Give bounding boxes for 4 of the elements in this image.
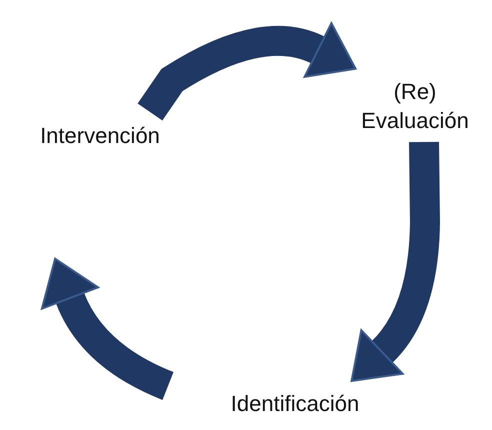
cycle-step-label: Identificación	[170, 390, 420, 419]
cycle-step-label: Intervención	[10, 122, 190, 151]
curved-block-arrow	[352, 142, 440, 384]
cycle-step-label: (Re) Evaluación	[345, 78, 485, 136]
